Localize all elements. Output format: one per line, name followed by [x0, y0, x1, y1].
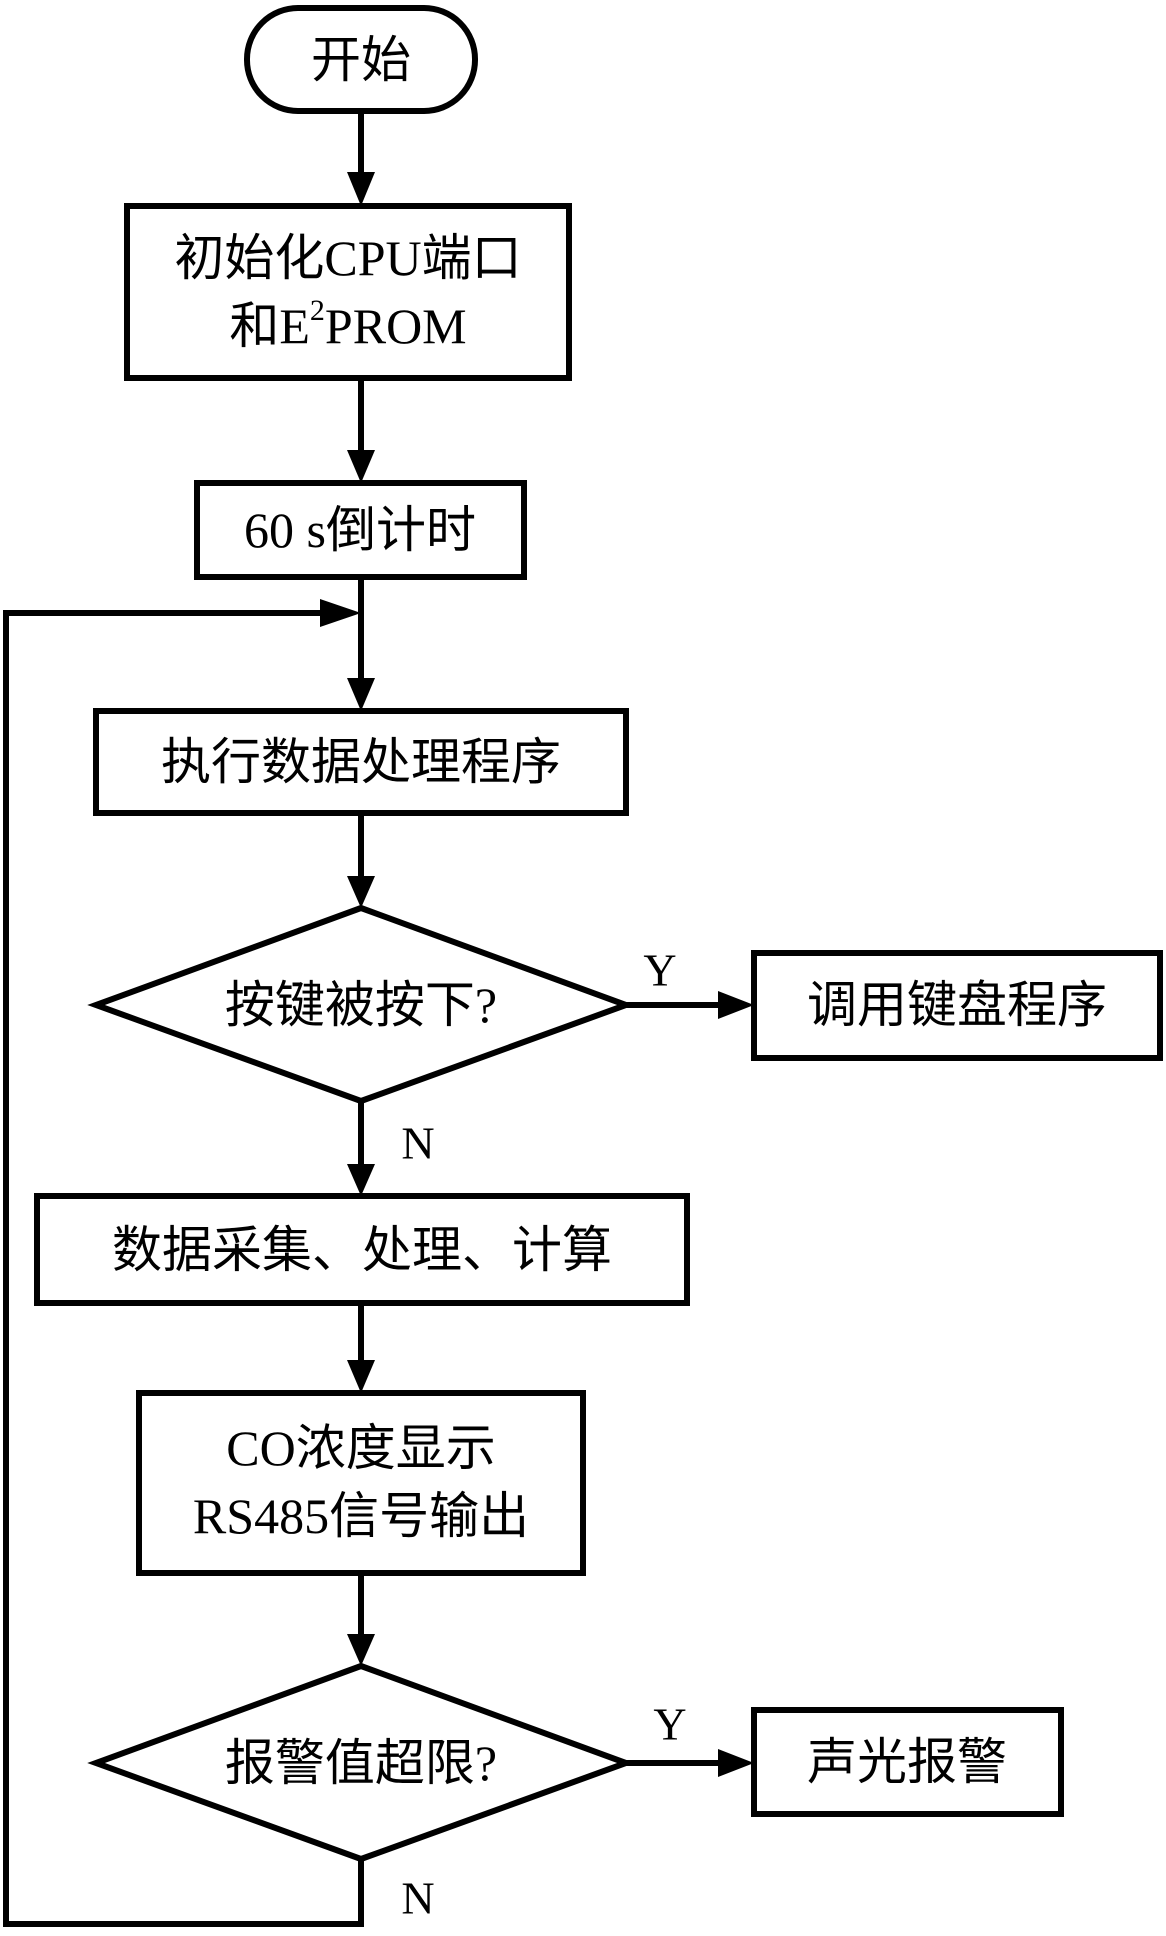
start-label: 开始: [311, 32, 411, 88]
yes-label-alarm: Y: [653, 1699, 686, 1750]
no-label-alarm: N: [401, 1873, 434, 1924]
loop-back-connector: [3, 610, 364, 1927]
yes-label-key: Y: [643, 945, 676, 996]
loop-arrowhead: [320, 599, 361, 627]
decision-key-label: 按键被按下?: [225, 977, 497, 1033]
decision-alarm-label: 报警值超限?: [225, 1735, 497, 1791]
alarm-box: [751, 1707, 1064, 1817]
alarm-label: 声光报警: [807, 1734, 1007, 1790]
arrowhead: [718, 991, 754, 1019]
arrowhead: [347, 1360, 375, 1393]
keyboard-box: [751, 950, 1163, 1061]
arrowhead: [347, 876, 375, 908]
acquire-label: 数据采集、处理、计算: [112, 1222, 612, 1278]
arrowhead: [347, 450, 375, 483]
process-box: [93, 708, 629, 816]
arrowhead: [347, 172, 375, 206]
arrowhead: [347, 1634, 375, 1666]
process-label: 执行数据处理程序: [161, 734, 561, 790]
no-label-key: N: [401, 1118, 434, 1169]
display-label-line2: RS485信号输出: [193, 1488, 529, 1544]
arrowhead: [718, 1749, 754, 1777]
countdown-label: 60 s倒计时: [244, 502, 476, 558]
init-label-line2: 和E2PROM: [229, 294, 466, 355]
display-label-line1: CO浓度显示: [226, 1420, 495, 1476]
init-box: [124, 203, 572, 381]
init-label-line1: 初始化CPU端口: [174, 230, 521, 286]
arrowhead: [347, 1164, 375, 1196]
arrowhead: [347, 678, 375, 711]
keyboard-label: 调用键盘程序: [807, 977, 1107, 1033]
